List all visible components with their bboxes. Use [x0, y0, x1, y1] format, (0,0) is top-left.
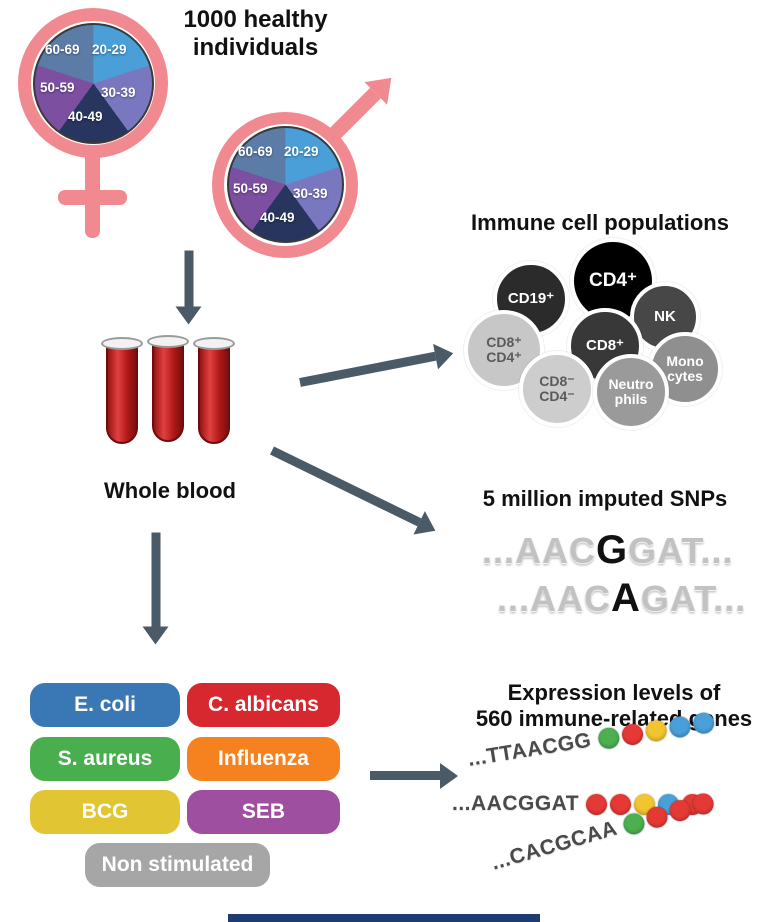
male-age-pie-chart: 20-29 30-39 40-49 50-59 60-69 [227, 126, 344, 243]
blood-tube-icon [101, 337, 143, 444]
gene-sequence: ...TTAACGG [466, 728, 593, 771]
male-arrowhead [364, 66, 403, 105]
expression-dot-icon [643, 803, 670, 830]
blood-tubes-group [101, 335, 236, 450]
arrowhead-icon [413, 510, 442, 542]
cell-neutrophils: Neutro phils [593, 354, 669, 430]
tube-cap [193, 337, 235, 350]
pie-label: 50-59 [233, 181, 268, 196]
blood-tube-icon [147, 335, 189, 442]
footer-bar [228, 914, 540, 922]
pie-label: 60-69 [45, 42, 80, 57]
male-arrow [327, 66, 403, 141]
tube-cap [101, 337, 143, 350]
arrow-to-expression-icon [370, 762, 458, 789]
arrow-to-snps-icon [270, 446, 442, 542]
arrow-to-immune-cells-icon [299, 339, 456, 387]
female-cross-horizontal [58, 190, 127, 205]
pie-label: 50-59 [40, 80, 75, 95]
stimulus-saureus: S. aureus [30, 737, 180, 781]
expression-dot-icon [691, 710, 716, 735]
cell-cd8pos-cd4pos: CD8⁺ CD4⁺ [464, 310, 544, 390]
stimulus-ecoli: E. coli [30, 683, 180, 727]
expression-dot-icon [643, 718, 668, 743]
arrowhead-icon [143, 626, 169, 645]
arrowhead-icon [432, 339, 456, 369]
arrowhead-icon [176, 306, 202, 325]
pie-label: 30-39 [293, 186, 328, 201]
arrow-down-to-blood-icon [176, 250, 202, 325]
tube-cap [147, 335, 189, 348]
expression-dot-icon [620, 810, 647, 837]
expression-dot-icon [689, 790, 716, 817]
study-title: 1000 healthy individuals [183, 6, 328, 61]
pie-label: 40-49 [260, 210, 295, 225]
expression-dot-icon [596, 725, 621, 750]
expression-dot-icon [620, 721, 645, 747]
pie-label: 30-39 [101, 85, 136, 100]
blood-tube-icon [193, 337, 235, 444]
gene-sequence: ...CACGCAA [488, 816, 620, 875]
arrowhead-icon [440, 762, 458, 789]
snp-variant-allele: G [596, 528, 629, 572]
stimulus-calbicans: C. albicans [187, 683, 340, 727]
snp-seq-suffix: GAT... [628, 530, 734, 571]
snp-variant-allele: A [611, 576, 641, 620]
pie-label: 60-69 [238, 144, 273, 159]
pie-label: 20-29 [92, 42, 127, 57]
expression-dot-icon [586, 793, 608, 815]
snp-sequence-1: ...AACGGAT... [482, 528, 733, 573]
stimulus-bcg: BCG [30, 790, 180, 834]
expression-dot-icon [666, 797, 693, 824]
snp-sequence-2: ...AACAGAT... [497, 576, 746, 621]
stimulus-non-stimulated: Non stimulated [85, 843, 270, 887]
gene-sequence: ...AACGGAT [452, 792, 580, 815]
arrow-down-to-stimulations-icon [143, 532, 169, 645]
snp-seq-prefix: ...AAC [482, 530, 596, 571]
immune-populations-title: Immune cell populations [471, 210, 729, 235]
pie-label: 40-49 [68, 109, 103, 124]
whole-blood-label: Whole blood [104, 478, 236, 503]
female-age-pie-chart: 20-29 30-39 40-49 50-59 60-69 [33, 23, 154, 144]
expression-dot-icon [610, 793, 632, 815]
stimulus-influenza: Influenza [187, 737, 340, 781]
expression-dot-icon [667, 714, 692, 739]
stimulus-seb: SEB [187, 790, 340, 834]
cell-cd8neg-cd4neg: CD8⁻ CD4⁻ [519, 351, 595, 427]
snp-seq-prefix: ...AAC [497, 578, 611, 619]
snps-title: 5 million imputed SNPs [482, 486, 728, 511]
snp-seq-suffix: GAT... [640, 578, 747, 619]
pie-label: 20-29 [284, 144, 319, 159]
